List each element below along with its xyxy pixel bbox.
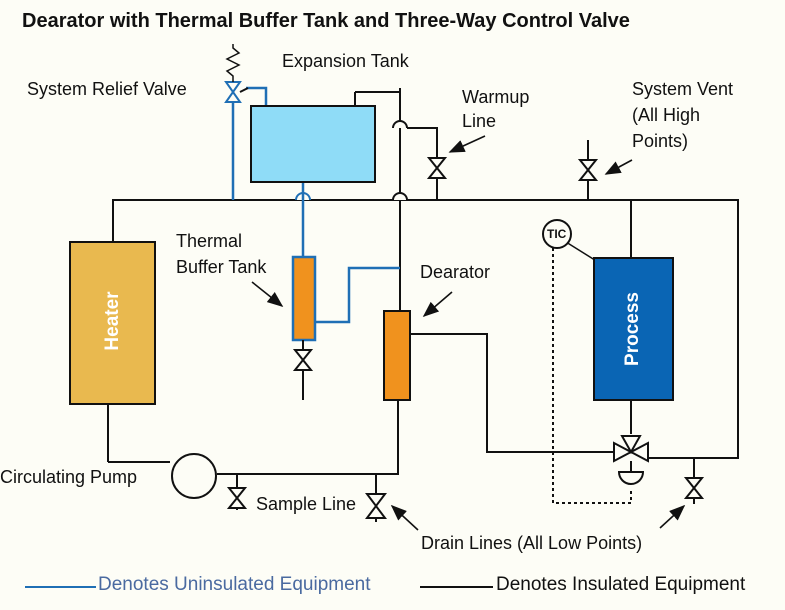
- buffer-drain-valve-icon: [292, 349, 314, 371]
- label-expansion-tank: Expansion Tank: [282, 51, 409, 71]
- heater: [69, 241, 156, 405]
- tic-control-line: [552, 248, 632, 504]
- expansion-tank: [250, 105, 376, 183]
- label-warmup-line-1: Warmup: [462, 87, 530, 107]
- three-way-valve-icon: [613, 435, 649, 463]
- label-system-vent-1: System Vent: [632, 79, 734, 99]
- pointer-arrows: [251, 135, 686, 531]
- label-system-vent-2: (All High: [632, 105, 701, 125]
- dearator-tank: [383, 310, 411, 401]
- label-sample-line: Sample Line: [256, 494, 357, 514]
- drain-valve-icon: [365, 493, 387, 519]
- process-unit: [593, 257, 674, 401]
- legend-uninsulated: Denotes Uninsulated Equipment: [98, 574, 371, 595]
- heater-label: Heater: [102, 291, 123, 351]
- vent-valve-icon: [577, 159, 599, 181]
- process-label: Process: [622, 292, 643, 366]
- label-drain-lines: Drain Lines (All Low Points): [421, 533, 643, 553]
- tic-controller: [542, 219, 572, 249]
- label-dearator: Dearator: [420, 262, 491, 282]
- label-warmup-line-2: Line: [462, 111, 497, 131]
- uninsulated-piping: [231, 86, 400, 324]
- warmup-valve-icon: [426, 157, 448, 179]
- thermal-buffer-tank: [291, 255, 317, 342]
- valve-actuator-icon: [617, 471, 645, 485]
- sample-valve-icon: [226, 487, 248, 509]
- label-system-vent-3: Points): [632, 131, 689, 151]
- diagram-title: Dearator with Thermal Buffer Tank and Th…: [22, 10, 630, 32]
- label-thermal-buffer-1: Thermal: [176, 231, 243, 251]
- tic-label: TIC: [547, 227, 567, 241]
- relief-spring-icon: [225, 44, 241, 82]
- circulating-pump: [171, 453, 217, 499]
- label-thermal-buffer-2: Buffer Tank: [176, 257, 267, 277]
- legend-insulated: Denotes Insulated Equipment: [496, 574, 746, 595]
- label-system-relief-valve: System Relief Valve: [27, 79, 187, 99]
- system-relief-valve: [224, 81, 249, 103]
- drain-valve-right-icon: [683, 477, 705, 499]
- label-circulating-pump: Circulating Pump: [0, 467, 138, 487]
